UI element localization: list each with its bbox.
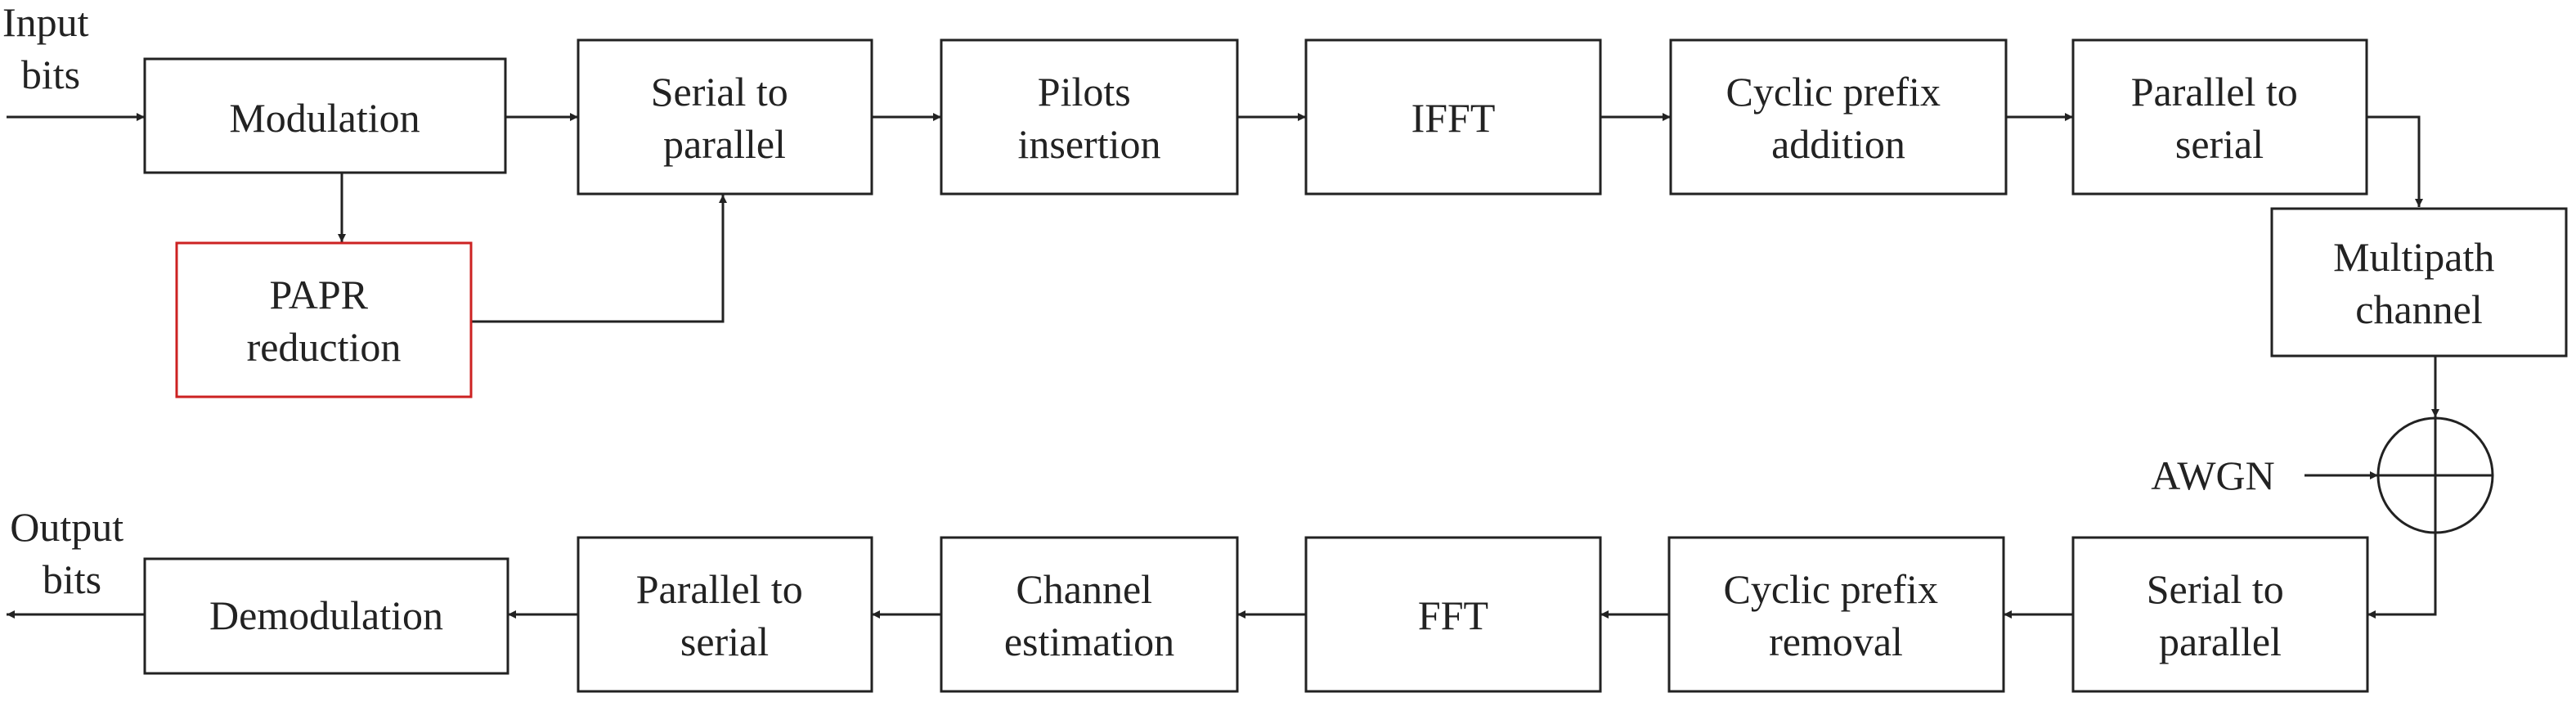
awgn-adder — [2376, 416, 2494, 534]
block-papr-reduction-box — [175, 241, 473, 398]
block-serial-to-parallel-rx-box — [2071, 536, 2369, 693]
block-cyclic-prefix-removal-label: Cyclic prefix removal — [1724, 566, 1949, 664]
block-pilots-insertion-label: Pilots insertion — [1018, 69, 1161, 167]
arrow-p2s-to-multipath — [2367, 115, 2423, 207]
block-channel-estimation: Channel estimation — [940, 536, 1239, 693]
block-parallel-to-serial-tx: Parallel to serial — [2071, 38, 2368, 196]
block-channel-estimation-box — [940, 536, 1239, 693]
block-fft-box — [1304, 536, 1602, 693]
block-ifft: IFFT — [1304, 38, 1602, 196]
block-serial-to-parallel-rx-label: Serial to parallel — [2147, 566, 2295, 664]
block-papr-reduction-label: PAPR reduction — [247, 272, 402, 370]
block-cyclic-prefix-addition-box — [1669, 38, 2008, 196]
block-cyclic-prefix-addition-label: Cyclic prefix addition — [1726, 69, 1951, 167]
block-serial-to-parallel-tx-label: Serial to parallel — [651, 69, 799, 167]
block-pilots-insertion-box — [940, 38, 1239, 196]
block-serial-to-parallel-tx: Serial to parallel — [577, 38, 873, 196]
arrow-papr-to-s2p — [471, 195, 727, 323]
block-cyclic-prefix-removal-box — [1667, 536, 2005, 693]
block-modulation: Modulation — [143, 57, 507, 174]
block-ifft-box — [1304, 38, 1602, 196]
block-fft-label: FFT — [1418, 592, 1488, 638]
block-multipath-channel-box — [2270, 207, 2568, 358]
block-parallel-to-serial-rx-label: Parallel to serial — [636, 566, 814, 664]
block-cyclic-prefix-removal: Cyclic prefix removal — [1667, 536, 2005, 693]
block-multipath-channel-label: Multipath channel — [2333, 234, 2505, 332]
connectors — [7, 113, 2439, 619]
block-serial-to-parallel-tx-box — [577, 38, 873, 196]
label-output-bits: Output bits — [10, 504, 133, 602]
block-serial-to-parallel-rx: Serial to parallel — [2071, 536, 2369, 693]
block-pilots-insertion: Pilots insertion — [940, 38, 1239, 196]
label-awgn: AWGN — [2151, 452, 2275, 498]
block-demodulation-label: Demodulation — [209, 592, 443, 638]
block-multipath-channel: Multipath channel — [2270, 207, 2568, 358]
block-parallel-to-serial-rx-box — [577, 536, 873, 693]
block-parallel-to-serial-rx: Parallel to serial — [577, 536, 873, 693]
block-modulation-label: Modulation — [229, 95, 420, 141]
block-ifft-label: IFFT — [1411, 95, 1496, 141]
block-demodulation-box — [143, 557, 509, 675]
block-cyclic-prefix-addition: Cyclic prefix addition — [1669, 38, 2008, 196]
label-input-bits: Input bits — [2, 0, 99, 97]
block-parallel-to-serial-tx-box — [2071, 38, 2368, 196]
block-parallel-to-serial-tx-label: Parallel to serial — [2131, 69, 2309, 167]
block-channel-estimation-label: Channel estimation — [1004, 566, 1174, 664]
arrow-adder-to-s2p-rx — [2367, 533, 2437, 619]
block-papr-reduction: PAPR reduction — [175, 241, 473, 398]
block-demodulation: Demodulation — [143, 557, 509, 675]
block-modulation-box — [143, 57, 507, 174]
block-fft: FFT — [1304, 536, 1602, 693]
